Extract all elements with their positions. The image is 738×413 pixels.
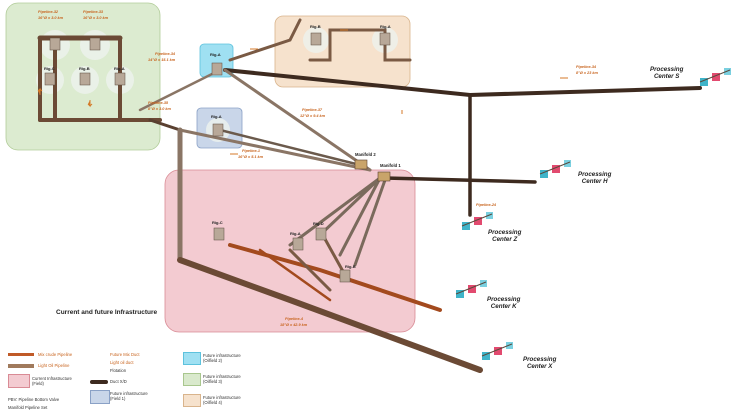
- pc-line2: Center X: [526, 363, 553, 370]
- legend-manifold: Manifold Pipeline Set: [8, 405, 48, 410]
- rig-label: Rig-B: [345, 264, 356, 269]
- pipeline-37-label: Pipeline-37: [302, 108, 323, 112]
- manifold-2-box: [354, 159, 368, 170]
- pipeline-1-spec: 16"Ø x 5.1 km: [238, 155, 264, 159]
- light-oil-swatch: [8, 364, 34, 368]
- pipeline-1-label: Pipeline-1: [242, 149, 260, 153]
- rig-label: Rig-B: [310, 24, 321, 29]
- pipeline-34-spec: 14"Ø x 15.1 km: [148, 58, 176, 62]
- pipeline-37-spec: 12"Ø x 9.4 km: [300, 114, 326, 118]
- pc-line1: Processing: [523, 356, 557, 363]
- pc-line2: Center H: [581, 178, 608, 185]
- rig-icons: [44, 32, 391, 283]
- pipeline-4-spec: 18"Ø x 42.9 km: [280, 323, 308, 327]
- future1-swatch: [90, 390, 110, 404]
- future3-swatch: [183, 373, 201, 386]
- pipeline-tr-label: Pipeline-34: [576, 65, 597, 69]
- legend-duct: Duct X/D: [110, 379, 127, 384]
- processing-center-x: Processing Center X: [523, 356, 556, 370]
- rig-label: Rig-A: [211, 114, 222, 119]
- manifold-1-label: Manifold 1: [380, 163, 401, 168]
- pipeline-34-label: Pipeline-34: [155, 52, 176, 56]
- pipeline-33-spec: 16"Ø x 3.0 km: [83, 16, 109, 20]
- pipeline-35-label: Pipeline-35: [148, 101, 169, 105]
- rig-label: Rig-A: [114, 66, 125, 71]
- processing-center-h: Processing Center H: [578, 171, 611, 185]
- legend-pbv: PBV: Pipeline Bottom Valve: [8, 397, 60, 402]
- legend-light-duct: Light oil duct: [110, 360, 134, 365]
- mix-crude-swatch: [8, 353, 34, 356]
- rig-label: Rig-A: [210, 52, 221, 57]
- legend-future-mix: Future Mix Duct: [110, 352, 140, 357]
- legend-future1: Future infrastructure (Field 1): [110, 391, 148, 401]
- pipeline-35-spec: 8"Ø x 3.0 km: [148, 107, 172, 111]
- pc-line2: Center K: [490, 303, 517, 310]
- pc-line2: Center S: [653, 73, 680, 80]
- pipeline-tr-spec: 8"Ø x 23 km: [576, 71, 598, 75]
- pc-line1: Processing: [487, 296, 521, 303]
- rig-label: Rig-A: [290, 231, 301, 236]
- processing-center-s: Processing Center S: [650, 66, 683, 80]
- pipeline-24-label: Pipeline-24: [476, 203, 497, 207]
- legend-flotation: Flotation: [110, 368, 127, 373]
- pipeline-4-label: Pipeline-4: [285, 317, 304, 321]
- rig-label: Rig-D: [313, 221, 324, 226]
- future2-swatch: [183, 352, 201, 365]
- pipeline-33-label: Pipeline-33: [83, 10, 104, 14]
- rig-label: Rig-C: [212, 220, 223, 225]
- current-swatch: [8, 374, 30, 388]
- pc-line1: Processing: [488, 229, 522, 236]
- legend-current: Current Infrastructure (Field): [32, 376, 72, 386]
- legend-title: Current and future Infrastructure: [56, 309, 158, 316]
- processing-center-z: Processing Center Z: [488, 229, 521, 243]
- future4-swatch: [183, 394, 201, 407]
- manifold-1-box: [377, 171, 391, 182]
- manifold-2-label: Manifold 2: [355, 152, 376, 157]
- processing-center-icons: [455, 68, 731, 360]
- pc-line1: Processing: [650, 66, 684, 73]
- legend-future3: Future infrastructure (Oilfield 3): [203, 374, 241, 384]
- pc-line1: Processing: [578, 171, 612, 178]
- pipeline-32-spec: 16"Ø x 3.0 km: [38, 16, 64, 20]
- pipelines: [37, 18, 702, 373]
- duct-swatch: [90, 380, 108, 384]
- legend-future2: Future infrastructure (Oilfield 2): [203, 353, 241, 363]
- rig-label: Rig-C: [44, 66, 55, 71]
- legend-mix-crude: Mix crude Pipeline: [38, 352, 73, 357]
- flow-arrows: [37, 29, 568, 155]
- rig-label: Rig-B: [79, 66, 90, 71]
- processing-center-k: Processing Center K: [487, 296, 520, 310]
- legend-light-oil: Light Oil Pipeline: [38, 363, 70, 368]
- legend-future4: Future infrastructure (Oilfield 4): [203, 395, 241, 405]
- rig-label: Rig-A: [380, 24, 391, 29]
- pipeline-32-label: Pipeline-32: [38, 10, 59, 14]
- pc-line2: Center Z: [492, 236, 518, 243]
